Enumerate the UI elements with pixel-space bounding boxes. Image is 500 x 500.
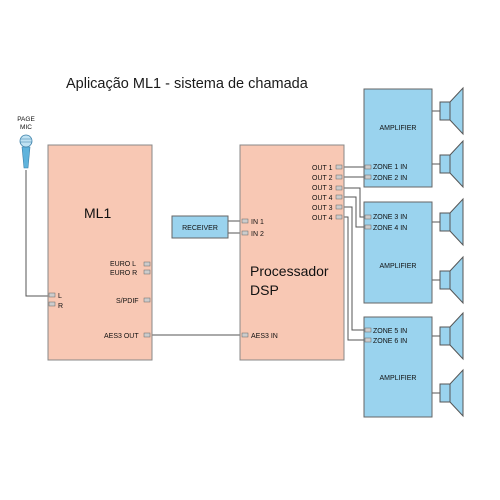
dsp-in-aes3: AES3 IN <box>251 333 278 340</box>
dsp-out-1: OUT 1 <box>312 165 333 172</box>
out3-to-zone3 <box>342 187 364 218</box>
speaker-icon <box>439 311 464 361</box>
out4b-to-zone6 <box>342 216 364 341</box>
mic-label-line2: MIC <box>20 124 32 131</box>
ml1-out-euro-r: EURO R <box>110 270 137 277</box>
dsp-in2: IN 2 <box>251 231 264 238</box>
diagram-title: Aplicação ML1 - sistema de chamada <box>66 76 308 92</box>
speaker-icon <box>439 197 464 247</box>
ml1-device: ML1 L R EURO L EURO R S/PDIF AES3 OUT <box>47 144 153 361</box>
dsp-out-4b: OUT 4 <box>312 215 333 222</box>
speaker-icon <box>439 255 464 305</box>
zone-1-in: ZONE 1 IN <box>373 164 407 171</box>
dsp-out-3: OUT 3 <box>312 185 333 192</box>
out4-to-zone4 <box>342 196 364 228</box>
zone-2-in: ZONE 2 IN <box>373 175 407 182</box>
page-mic: PAGE MIC <box>17 116 35 169</box>
dsp-device: Processador DSP IN 1 IN 2 AES3 IN OUT 1 … <box>239 144 345 361</box>
ml1-name: ML1 <box>84 205 111 221</box>
speaker-icon <box>439 139 464 189</box>
ml1-input-l: L <box>58 293 62 300</box>
ml1-out-aes3: AES3 OUT <box>104 333 139 340</box>
amplifier-3: AMPLIFIER ZONE 5 IN ZONE 6 IN <box>363 316 433 418</box>
amplifier-2-name: AMPLIFIER <box>380 263 417 270</box>
zone-5-in: ZONE 5 IN <box>373 328 407 335</box>
dsp-out-2: OUT 2 <box>312 175 333 182</box>
ml1-out-euro-l: EURO L <box>110 261 136 268</box>
speakers <box>439 86 464 418</box>
ml1-input-r: R <box>58 303 63 310</box>
dsp-in1: IN 1 <box>251 219 264 226</box>
dsp-name-line1: Processador <box>250 263 329 279</box>
ml1-out-spdif: S/PDIF <box>116 298 139 305</box>
receiver-device: RECEIVER <box>171 215 229 239</box>
zone-3-in: ZONE 3 IN <box>373 214 407 221</box>
amplifier-2: AMPLIFIER ZONE 3 IN ZONE 4 IN <box>363 201 433 304</box>
speaker-icon <box>439 86 464 136</box>
amplifier-3-name: AMPLIFIER <box>380 375 417 382</box>
out3b-to-zone5 <box>342 206 364 331</box>
zone-4-in: ZONE 4 IN <box>373 225 407 232</box>
dsp-out-3b: OUT 3 <box>312 205 333 212</box>
mic-cable <box>25 170 48 297</box>
zone-6-in: ZONE 6 IN <box>373 338 407 345</box>
speaker-icon <box>439 368 464 418</box>
receiver-name: RECEIVER <box>182 225 218 232</box>
dsp-name-line2: DSP <box>250 282 279 298</box>
amplifier-1-name: AMPLIFIER <box>380 125 417 132</box>
mic-label-line1: PAGE <box>17 116 35 123</box>
dsp-out-4: OUT 4 <box>312 195 333 202</box>
amplifier-1: AMPLIFIER ZONE 1 IN ZONE 2 IN <box>363 88 433 188</box>
microphone-icon <box>19 134 33 169</box>
